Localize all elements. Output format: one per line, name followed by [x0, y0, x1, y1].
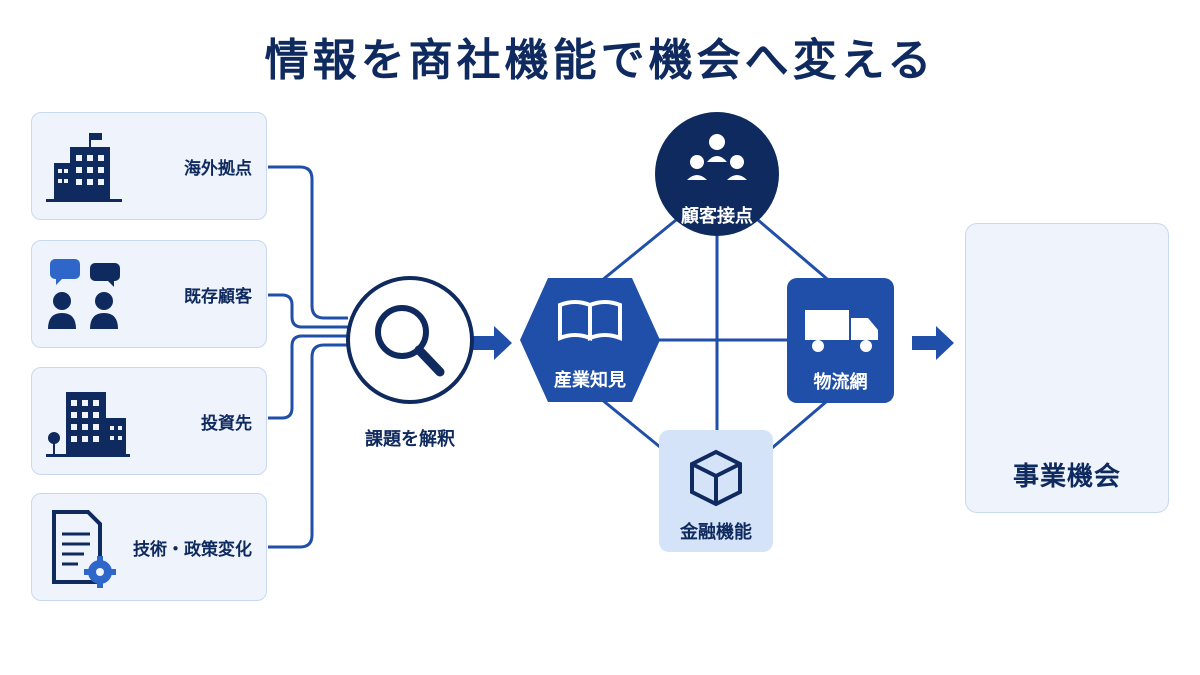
customer-label: 顧客接点 — [681, 206, 753, 227]
open-book-icon — [558, 300, 622, 341]
office-building-flag-icon — [46, 133, 122, 202]
source-card-overseas: 海外拠点 — [31, 112, 267, 220]
source-label: 海外拠点 — [184, 158, 252, 179]
knowledge-label: 産業知見 — [554, 370, 626, 391]
document-gear-icon — [52, 510, 116, 588]
source-card-customers: 既存顧客 — [31, 240, 267, 348]
logistics-node — [787, 278, 894, 403]
source-connectors — [268, 165, 348, 549]
source-card-investments: 投資先 — [31, 367, 267, 475]
opportunity-label: 事業機会 — [1012, 462, 1121, 492]
logistics-label: 物流網 — [813, 372, 868, 393]
magnifier-icon — [346, 276, 474, 404]
office-building-icon — [46, 392, 130, 457]
page-title: 情報を商社機能で機会へ変える — [264, 35, 936, 86]
source-label: 既存顧客 — [184, 286, 252, 307]
source-label: 技術・政策変化 — [133, 539, 252, 560]
people-network-icon — [687, 134, 747, 180]
customers-chat-icon — [48, 259, 120, 329]
delivery-truck-icon — [805, 310, 878, 352]
analysis-label: 課題を解釈 — [365, 429, 455, 450]
finance-node — [659, 430, 773, 552]
customer-node — [655, 112, 779, 236]
source-card-tech-policy: 技術・政策変化 — [31, 493, 267, 601]
opportunity-card: 事業機会 — [965, 223, 1169, 513]
box-icon — [690, 449, 742, 507]
finance-label: 金融機能 — [680, 522, 752, 543]
flow-arrows — [470, 326, 954, 360]
source-label: 投資先 — [201, 413, 252, 434]
knowledge-node — [520, 278, 660, 402]
